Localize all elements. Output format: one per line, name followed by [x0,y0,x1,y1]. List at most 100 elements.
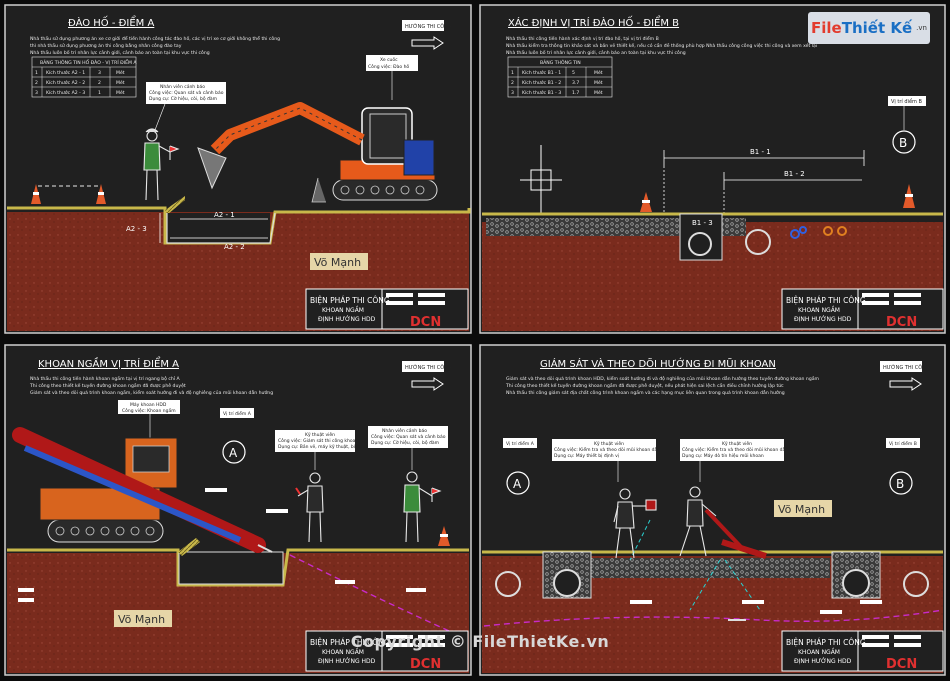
svg-text:Nhân viên cảnh báo: Nhân viên cảnh báo [160,83,205,90]
panel-title: ĐÀO HỐ - ĐIỂM A [68,15,154,29]
svg-text:Công việc: Kiểm tra và theo dõ: Công việc: Kiểm tra và theo dõi mũi khoa… [554,446,676,453]
svg-text:B: B [899,136,907,150]
svg-text:BIỆN PHÁP THI CÔNG: BIỆN PHÁP THI CÔNG [310,296,390,305]
svg-text:Công việc: Kiểm tra và theo dõ: Công việc: Kiểm tra và theo dõi mũi khoa… [682,446,804,453]
panel-title: KHOAN NGẦM VỊ TRÍ ĐIỂM A [38,356,179,370]
svg-text:B1 - 1: B1 - 1 [750,148,771,156]
watermark: Võ Mạnh [314,256,361,269]
spoil-pile [165,196,185,214]
svg-text:BIỆN PHÁP THI CÔNG: BIỆN PHÁP THI CÔNG [786,638,866,647]
svg-text:Vị trí điểm B: Vị trí điểm B [889,440,917,447]
point-b-label: Vị trí điểm B B [888,96,926,154]
notes: Nhà thầu thi công tiến hành xác định vị … [506,34,817,56]
svg-text:Kích thước A2 - 2: Kích thước A2 - 2 [46,79,85,86]
existing-pipes [688,226,847,256]
svg-text:5: 5 [572,70,575,76]
svg-text:Mét: Mét [116,79,125,86]
callout-technician-2: Kỹ thuật viên Công việc: Kiểm tra và the… [680,439,804,482]
svg-text:B1 - 2: B1 - 2 [784,170,805,178]
svg-text:KHOAN NGẦM: KHOAN NGẦM [798,306,840,314]
svg-text:KHOAN NGẦM: KHOAN NGẦM [322,306,364,314]
svg-text:Thi công theo thiết kế tuyến đ: Thi công theo thiết kế tuyến đường khoan… [505,381,784,389]
callout-point-a: Vị trí điểm A A [220,408,254,464]
watermark: Võ Mạnh [118,613,165,626]
panel-drilling-a: KHOAN NGẦM VỊ TRÍ ĐIỂM A Nhà thầu thi cô… [4,344,472,676]
svg-text:Kỹ thuật viên: Kỹ thuật viên [594,440,624,447]
svg-text:Kỹ thuật viên: Kỹ thuật viên [305,431,335,438]
svg-text:Dụng cụ: Máy thiết bị định vị: Dụng cụ: Máy thiết bị định vị [554,452,619,459]
traffic-cones [31,184,106,204]
copyright-footer: Copyright © FileThietKe.vn [350,632,610,651]
svg-text:Công việc: Giám sát thi công k: Công việc: Giám sát thi công khoan ngầm [278,436,373,444]
traffic-cones [640,184,915,212]
direction-sign: HƯỚNG THI CÔNG [880,361,930,391]
svg-text:Nhà thầu sử dụng phương án xe: Nhà thầu sử dụng phương án xe cơ giới để… [30,34,280,42]
callout-excavator: Xe cuốc Công việc: Đào hố [366,55,418,100]
svg-text:3: 3 [35,90,38,96]
svg-text:Dụng cụ: Bản vẽ, máy kỹ thuật,: Dụng cụ: Bản vẽ, máy kỹ thuật, bộ đàm [278,443,368,450]
svg-text:1: 1 [511,70,514,76]
svg-text:Công việc: Đào hố: Công việc: Đào hố [368,63,409,70]
svg-text:Nhà thầu thi công tiến hành xá: Nhà thầu thi công tiến hành xác định vị … [506,34,659,42]
worker-technician [295,472,324,543]
drill-path [483,609,944,627]
svg-text:Công việc: Quan sát và cảnh bá: Công việc: Quan sát và cảnh báo [149,89,224,96]
watermark-box [774,500,832,517]
svg-text:1: 1 [98,90,101,96]
callout-warning-staff: Nhân viên cảnh báo Công việc: Quan sát v… [368,426,448,470]
svg-text:ĐỊNH HƯỚNG HDD: ĐỊNH HƯỚNG HDD [318,316,376,323]
direction-sign: HƯỚNG THI CÔNG [402,20,452,50]
label-tags [630,600,882,614]
svg-text:Xe cuốc: Xe cuốc [380,56,398,63]
panel-locate-b: XÁC ĐỊNH VỊ TRÍ ĐÀO HỐ - ĐIỂM B Nhà thầu… [479,4,946,334]
callout-hdd-machine: Máy khoan HDD Công việc: Khoan ngầm [118,400,180,442]
callout-point-b: Vị trí điểm B B [886,438,920,495]
svg-text:HƯỚNG THI CÔNG: HƯỚNG THI CÔNG [405,364,452,371]
svg-text:Dụng cụ: Cờ hiệu, còi, bộ đàm: Dụng cụ: Cờ hiệu, còi, bộ đàm [371,439,439,446]
svg-text:Kích thước B1 - 2: Kích thước B1 - 2 [522,79,561,86]
svg-text:A: A [513,477,522,491]
notes: Giám sát và theo dõi quá trình khoan HDD… [505,374,820,396]
svg-text:Công việc: Khoan ngầm: Công việc: Khoan ngầm [122,406,176,414]
callout-technician: Kỹ thuật viên Công việc: Giám sát thi cô… [275,430,373,470]
excavator [197,102,438,203]
panel-monitoring: GIÁM SÁT VÀ THEO DÕI HƯỚNG ĐI MŨI KHOAN … [479,344,946,676]
callout-point-a: Vị trí điểm A A [503,438,537,495]
callout-warning-staff: Nhân viên cảnh báo Công việc: Quan sát v… [146,82,226,131]
utility-pole [520,145,562,215]
hdd-machine [12,427,273,553]
worker-flagman [403,471,442,543]
svg-text:Nhà thầu thi công tiến hành kh: Nhà thầu thi công tiến hành khoan ngầm t… [30,374,181,382]
svg-text:Công việc: Quan sát và cảnh bá: Công việc: Quan sát và cảnh báo [371,433,446,440]
svg-text:ĐỊNH HƯỚNG HDD: ĐỊNH HƯỚNG HDD [794,658,852,665]
svg-text:A2 - 3: A2 - 3 [126,225,147,233]
worker-technician-1 [613,488,657,559]
svg-text:Nhà thầu luôn bố trí nhân lực: Nhà thầu luôn bố trí nhân lực cảnh giới,… [506,48,686,56]
svg-text:Vị trí điểm A: Vị trí điểm A [506,440,535,447]
traffic-cone [438,526,450,546]
worker-technician-2 [679,486,717,557]
manhole-left [542,551,592,599]
site-logo[interactable]: FileThiết Kế .vn [808,12,930,44]
svg-text:thì nhà thầu sử dụng phương án: thì nhà thầu sử dụng phương án thi công … [30,41,182,49]
svg-text:Mét: Mét [594,89,603,96]
svg-text:Kích thước A2 - 3: Kích thước A2 - 3 [46,89,85,96]
notes: Nhà thầu sử dụng phương án xe cơ giới để… [30,34,280,56]
svg-text:2: 2 [98,80,101,86]
svg-text:Nhà thầu luôn bố trí nhân lực: Nhà thầu luôn bố trí nhân lực cảnh giới,… [30,48,210,56]
svg-text:A: A [229,446,238,460]
svg-text:Kích thước B1 - 1: Kích thước B1 - 1 [522,69,561,76]
svg-text:3: 3 [98,70,101,76]
svg-text:1.7: 1.7 [572,90,579,96]
svg-text:3.7: 3.7 [572,80,579,86]
title-block: BIỆN PHÁP THI CÔNG KHOAN NGẦM ĐỊNH HƯỚNG… [781,630,944,672]
svg-text:BIỆN PHÁP THI CÔNG: BIỆN PHÁP THI CÔNG [786,296,866,305]
title-block: BIỆN PHÁP THI CÔNG KHOAN NGẦM ĐỊNH HƯỚNG… [305,630,469,672]
svg-text:ĐỊNH HƯỚNG HDD: ĐỊNH HƯỚNG HDD [794,316,852,323]
svg-text:Giám sát và theo dõi quá trình: Giám sát và theo dõi quá trình khoan ngầ… [30,388,273,396]
svg-text:DCN: DCN [410,315,441,330]
site-logo-domain: .vn [916,24,927,32]
svg-text:Dụng cụ: Máy dò tín hiệu mũi k: Dụng cụ: Máy dò tín hiệu mũi khoan [682,452,764,459]
drill-path [289,554,470,641]
